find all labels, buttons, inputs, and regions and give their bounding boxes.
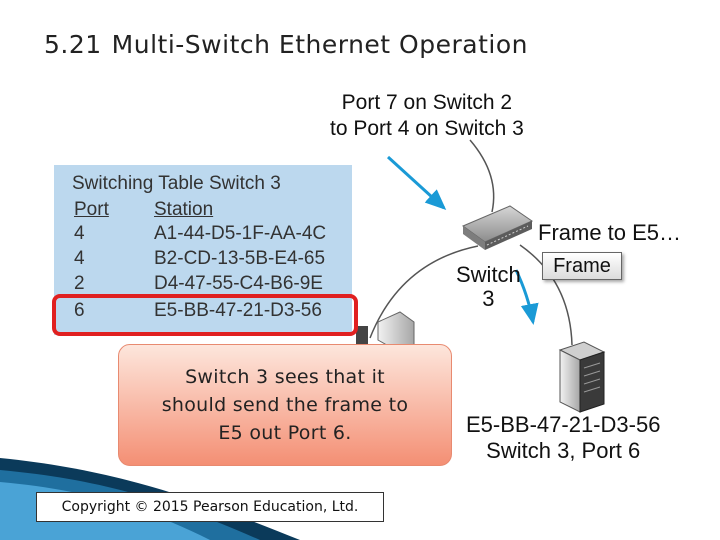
cable-switch2-to-switch3 [469, 139, 495, 213]
switch-label-line1: Switch [456, 262, 521, 287]
destination-callout: E5-BB-47-21-D3-56 Switch 3, Port 6 [466, 414, 660, 466]
switch-icon [461, 205, 534, 250]
frame-badge: Frame [542, 252, 622, 280]
table-cell-port: 4 [74, 223, 85, 244]
slide-number: 5.21 [44, 30, 102, 59]
arrow-icon [386, 155, 447, 211]
table-row-highlighted: 6 E5-BB-47-21-D3-56 [54, 300, 352, 324]
cable-switch3-to-left [369, 245, 479, 339]
explanation-line1: Switch 3 sees that it [185, 366, 385, 388]
destination-mac: E5-BB-47-21-D3-56 [466, 412, 661, 437]
copyright-notice: Copyright © 2015 Pearson Education, Ltd. [36, 492, 384, 522]
table-cell-port: 6 [74, 300, 85, 321]
frame-to-label: Frame to E5… [538, 220, 682, 245]
arrow-icon [514, 269, 539, 325]
station-column-header: Station [154, 199, 214, 220]
table-cell-port: 2 [74, 273, 85, 294]
port-link-line2: to Port 4 on Switch 3 [330, 117, 524, 140]
table-cell-station: A1-44-D5-1F-AA-4C [154, 223, 327, 244]
explanation-line3: E5 out Port 6. [218, 422, 352, 444]
switch-label: Switch 3 [456, 264, 521, 312]
port-column-header: Port [74, 199, 109, 220]
switching-table: Switching Table Switch 3 Port Station 4 … [54, 165, 352, 335]
explanation-line2: should send the frame to [161, 394, 409, 416]
server-icon [558, 341, 606, 413]
switch-label-line2: 3 [482, 286, 495, 311]
cable-switch3-to-server [519, 244, 573, 346]
table-row: 4 B2-CD-13-5B-E4-65 [54, 248, 352, 272]
destination-location: Switch 3, Port 6 [486, 438, 641, 463]
table-row: 4 A1-44-D5-1F-AA-4C [54, 223, 352, 247]
table-row: 2 D4-47-55-C4-B6-9E [54, 273, 352, 297]
switching-table-title: Switching Table Switch 3 [72, 173, 281, 194]
slide-title: 5.21 Multi-Switch Ethernet Operation [44, 30, 528, 59]
table-cell-station: D4-47-55-C4-B6-9E [154, 273, 323, 294]
row-highlight-box [52, 294, 358, 336]
table-cell-station: E5-BB-47-21-D3-56 [154, 300, 322, 321]
slide-title-text: Multi-Switch Ethernet Operation [111, 30, 528, 59]
table-cell-port: 4 [74, 248, 85, 269]
table-cell-station: B2-CD-13-5B-E4-65 [154, 248, 326, 269]
port-link-line1: Port 7 on Switch 2 [341, 91, 513, 114]
explanation-bubble: Switch 3 sees that it should send the fr… [118, 344, 452, 466]
port-link-callout: Port 7 on Switch 2 to Port 4 on Switch 3 [330, 92, 524, 144]
